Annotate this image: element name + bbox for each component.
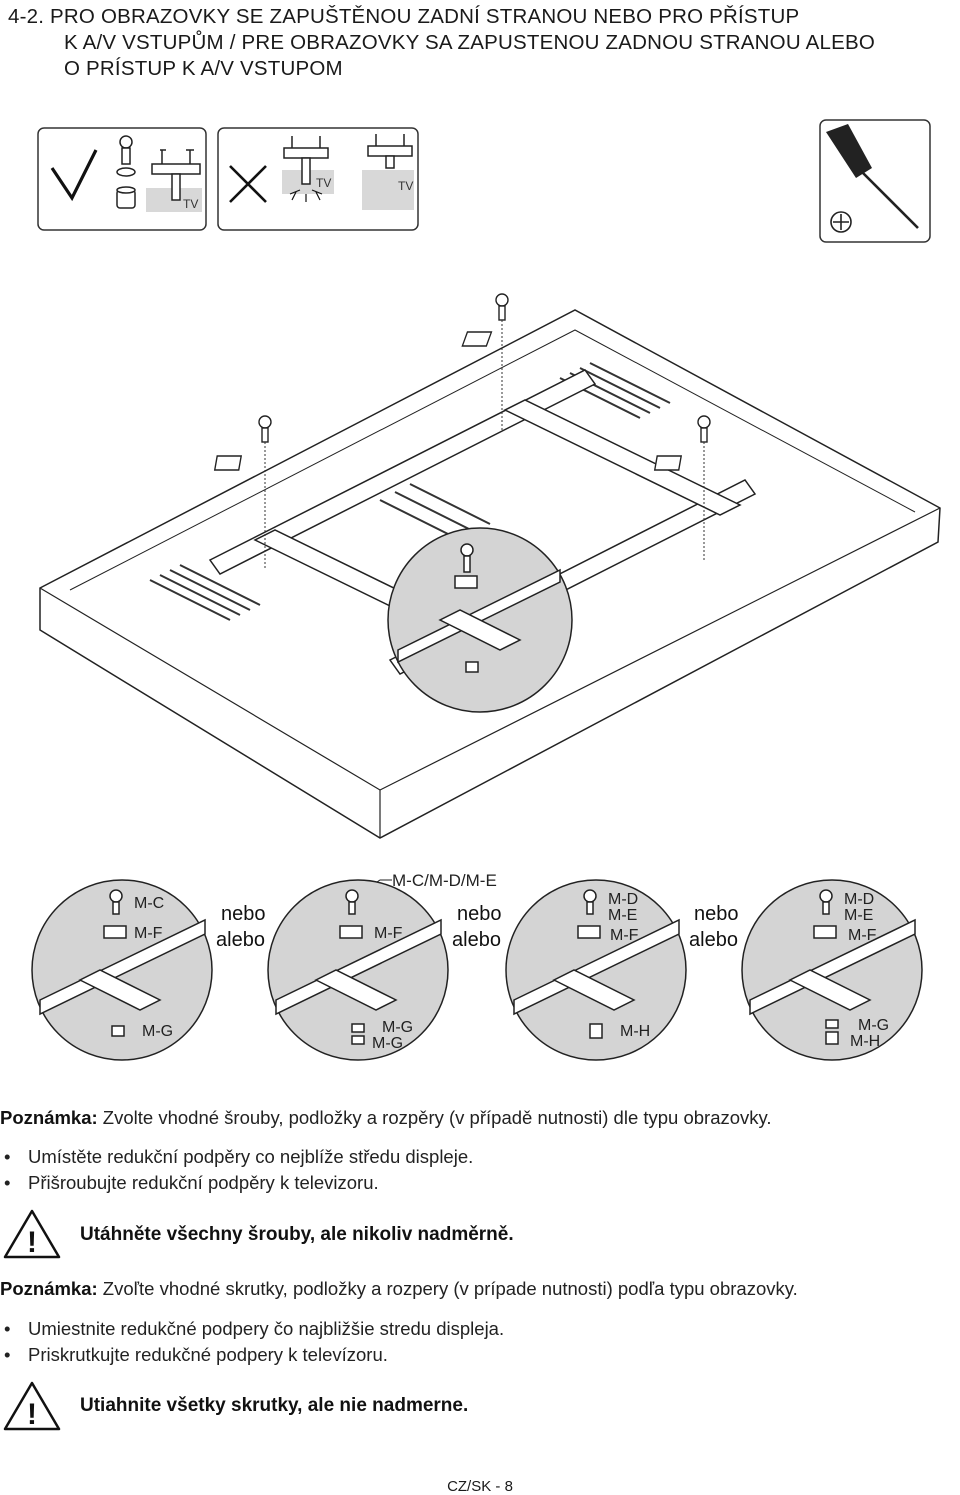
tv-label-3: TV — [398, 179, 413, 193]
variant-top-label: M-C/M-D/M-E — [392, 871, 497, 890]
cz-note-label: Poznámka: — [0, 1107, 98, 1128]
cross-icon — [229, 165, 267, 203]
vent-slots — [149, 362, 671, 621]
heading-line-2: K A/V VSTUPŮM / PRE OBRAZOVKY SA ZAPUSTE… — [64, 31, 875, 54]
phillips-icon — [830, 211, 852, 233]
variant-circle-1 — [31, 879, 213, 1061]
sk-note-text: Zvoľte vhodné skrutky, podložky a rozper… — [97, 1278, 798, 1299]
bullet-dot: • — [4, 1318, 11, 1339]
cz-note-text: Zvolte vhodné šrouby, podložky a rozpěry… — [97, 1107, 772, 1128]
checkmark-icon — [50, 149, 98, 202]
hardware-stack-icon — [116, 135, 136, 209]
c1-label-a: M-C — [134, 895, 164, 912]
or-label-2: nebo — [457, 903, 502, 925]
c3-label-a2: M-E — [608, 907, 637, 924]
sk-bullet-1: • Umiestnite redukčné podpery čo najbližš… — [4, 1316, 954, 1342]
variant-circle-3 — [505, 879, 687, 1061]
c3-label-bottom: M-H — [620, 1023, 650, 1040]
impact-lines-icon — [289, 189, 323, 202]
cz-bullet-1: • Umístěte redukční podpěry co nejblíže s… — [4, 1144, 954, 1170]
c2-label-bottom-2: M-G — [372, 1035, 403, 1052]
variant-circle-2 — [267, 879, 449, 1061]
washer-icon — [213, 331, 683, 471]
section-heading: 4-2. PRO OBRAZOVKY SE ZAPUŠTĚNOU ZADNÍ S… — [8, 4, 948, 82]
c3-label-a1: M-D — [608, 891, 638, 908]
heading-line-1: 4-2. PRO OBRAZOVKY SE ZAPUŠTĚNOU ZADNÍ S… — [8, 5, 800, 28]
c4-label-bottom-1: M-G — [858, 1017, 889, 1034]
or-label-3: nebo — [694, 903, 739, 925]
sk-bullet-2: • Priskrutkujte redukčné podpery k televí… — [4, 1342, 954, 1368]
c1-label-b: M-F — [134, 925, 163, 942]
cz-bullet-2-text: Přišroubujte redukční podpěry k televizo… — [28, 1172, 379, 1193]
alt-label-2: alebo — [452, 929, 501, 951]
hardware-variants: M-C/M-D/M-E M-C M-F M-G nebo alebo M-F M… — [31, 871, 923, 1061]
alt-label-3: alebo — [689, 929, 738, 951]
alt-label-1: alebo — [216, 929, 265, 951]
sk-bullet-2-text: Priskrutkujte redukčné podpery k televíz… — [28, 1344, 388, 1365]
c4-label-b: M-F — [848, 927, 877, 944]
cz-bullet-1-text: Umístěte redukční podpěry co nejblíže st… — [28, 1146, 474, 1167]
c4-label-a1: M-D — [844, 891, 874, 908]
hardware-legend: TV TV TV — [37, 119, 931, 243]
warning-glyph: ! — [27, 1226, 37, 1259]
heading-line-3: O PRÍSTUP K A/V VSTUPOM — [64, 57, 343, 80]
correct-box: TV — [37, 127, 207, 231]
tv-label-1: TV — [183, 197, 198, 211]
screw-icon — [258, 293, 711, 443]
c3-label-b: M-F — [610, 927, 639, 944]
cz-warning: Utáhněte všechny šrouby, ale nikoliv nad… — [80, 1224, 514, 1245]
bullet-dot: • — [4, 1344, 11, 1365]
screwdriver-icon — [826, 124, 919, 229]
page-footer: CZ/SK - 8 — [447, 1478, 513, 1495]
detail-circle — [387, 527, 573, 713]
sk-note-label: Poznámka: — [0, 1278, 98, 1299]
c4-label-a2: M-E — [844, 907, 873, 924]
warning-icon: ! — [3, 1381, 61, 1431]
cz-note: Poznámka: Zvolte vhodné šrouby, podložky… — [0, 1106, 960, 1130]
c2-label-bottom-1: M-G — [382, 1019, 413, 1036]
bullet-dot: • — [4, 1146, 11, 1167]
tv-label-2: TV — [316, 176, 331, 190]
bullet-dot: • — [4, 1172, 11, 1193]
c2-label-b: M-F — [374, 925, 403, 942]
tv-back-illustration — [39, 293, 941, 839]
variant-circle-4 — [741, 879, 923, 1061]
tool-box — [819, 119, 931, 243]
sk-warning: Utiahnite všetky skrutky, ale nie nadmer… — [80, 1395, 469, 1416]
or-label-1: nebo — [221, 903, 266, 925]
bracket-icon — [283, 134, 413, 185]
sk-note: Poznámka: Zvoľte vhodné skrutky, podložk… — [0, 1277, 960, 1301]
warning-icon: ! — [3, 1209, 61, 1259]
warning-glyph: ! — [27, 1398, 37, 1431]
c4-label-bottom-2: M-H — [850, 1033, 880, 1050]
c1-label-bottom: M-G — [142, 1023, 173, 1040]
cz-bullet-2: • Přišroubujte redukční podpěry k televiz… — [4, 1170, 954, 1196]
bracket-icon — [151, 149, 201, 201]
sk-bullet-1-text: Umiestnite redukčné podpery čo najbližši… — [28, 1318, 505, 1339]
incorrect-box: TV TV — [217, 127, 419, 231]
